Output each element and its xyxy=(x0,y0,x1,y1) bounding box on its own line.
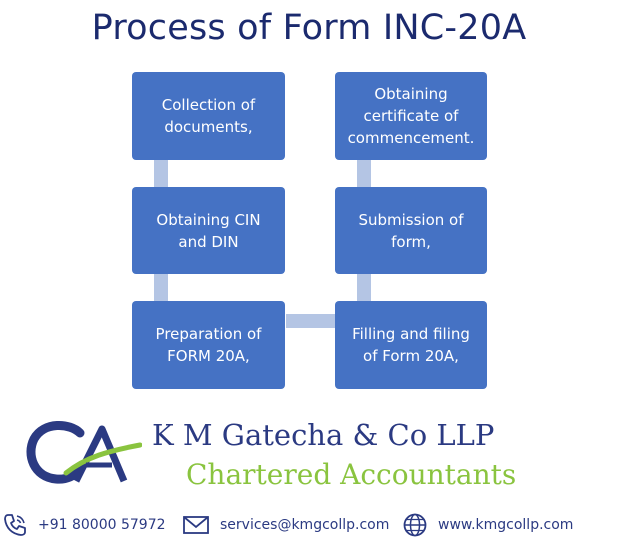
contact-email[interactable]: services@kmgcollp.com xyxy=(182,512,389,538)
diagram-title: Process of Form INC-20A xyxy=(91,8,527,48)
website-url: www.kmgcollp.com xyxy=(438,517,574,533)
email-icon xyxy=(183,516,209,534)
connector-preparation-filling xyxy=(286,314,336,328)
phone-icon xyxy=(4,514,26,536)
firm-name: K M Gatecha & Co LLP xyxy=(152,418,495,452)
contact-phone[interactable]: +91 80000 57972 xyxy=(2,512,166,538)
connector-cin-preparation xyxy=(154,274,168,301)
step-submission-of-form: Submission of form, xyxy=(335,187,487,274)
ca-logo xyxy=(26,421,142,484)
step-filling-form-20a: Filling and filing of Form 20A, xyxy=(335,301,487,389)
step-preparation-form-20a: Preparation of FORM 20A, xyxy=(132,301,285,389)
globe-icon xyxy=(403,513,427,537)
step-collection-of-documents: Collection of documents, xyxy=(132,72,285,160)
step-obtaining-cin-din: Obtaining CIN and DIN xyxy=(132,187,285,274)
contact-website[interactable]: www.kmgcollp.com xyxy=(402,512,573,538)
connector-submission-certificate xyxy=(357,160,371,187)
phone-number: +91 80000 57972 xyxy=(38,517,166,533)
firm-subtitle: Chartered Accountants xyxy=(186,458,517,491)
step-obtaining-certificate: Obtaining certificate of commencement. xyxy=(335,72,487,160)
email-address: services@kmgcollp.com xyxy=(220,517,390,533)
connector-filling-submission xyxy=(357,274,371,301)
connector-collection-cin xyxy=(154,160,168,187)
